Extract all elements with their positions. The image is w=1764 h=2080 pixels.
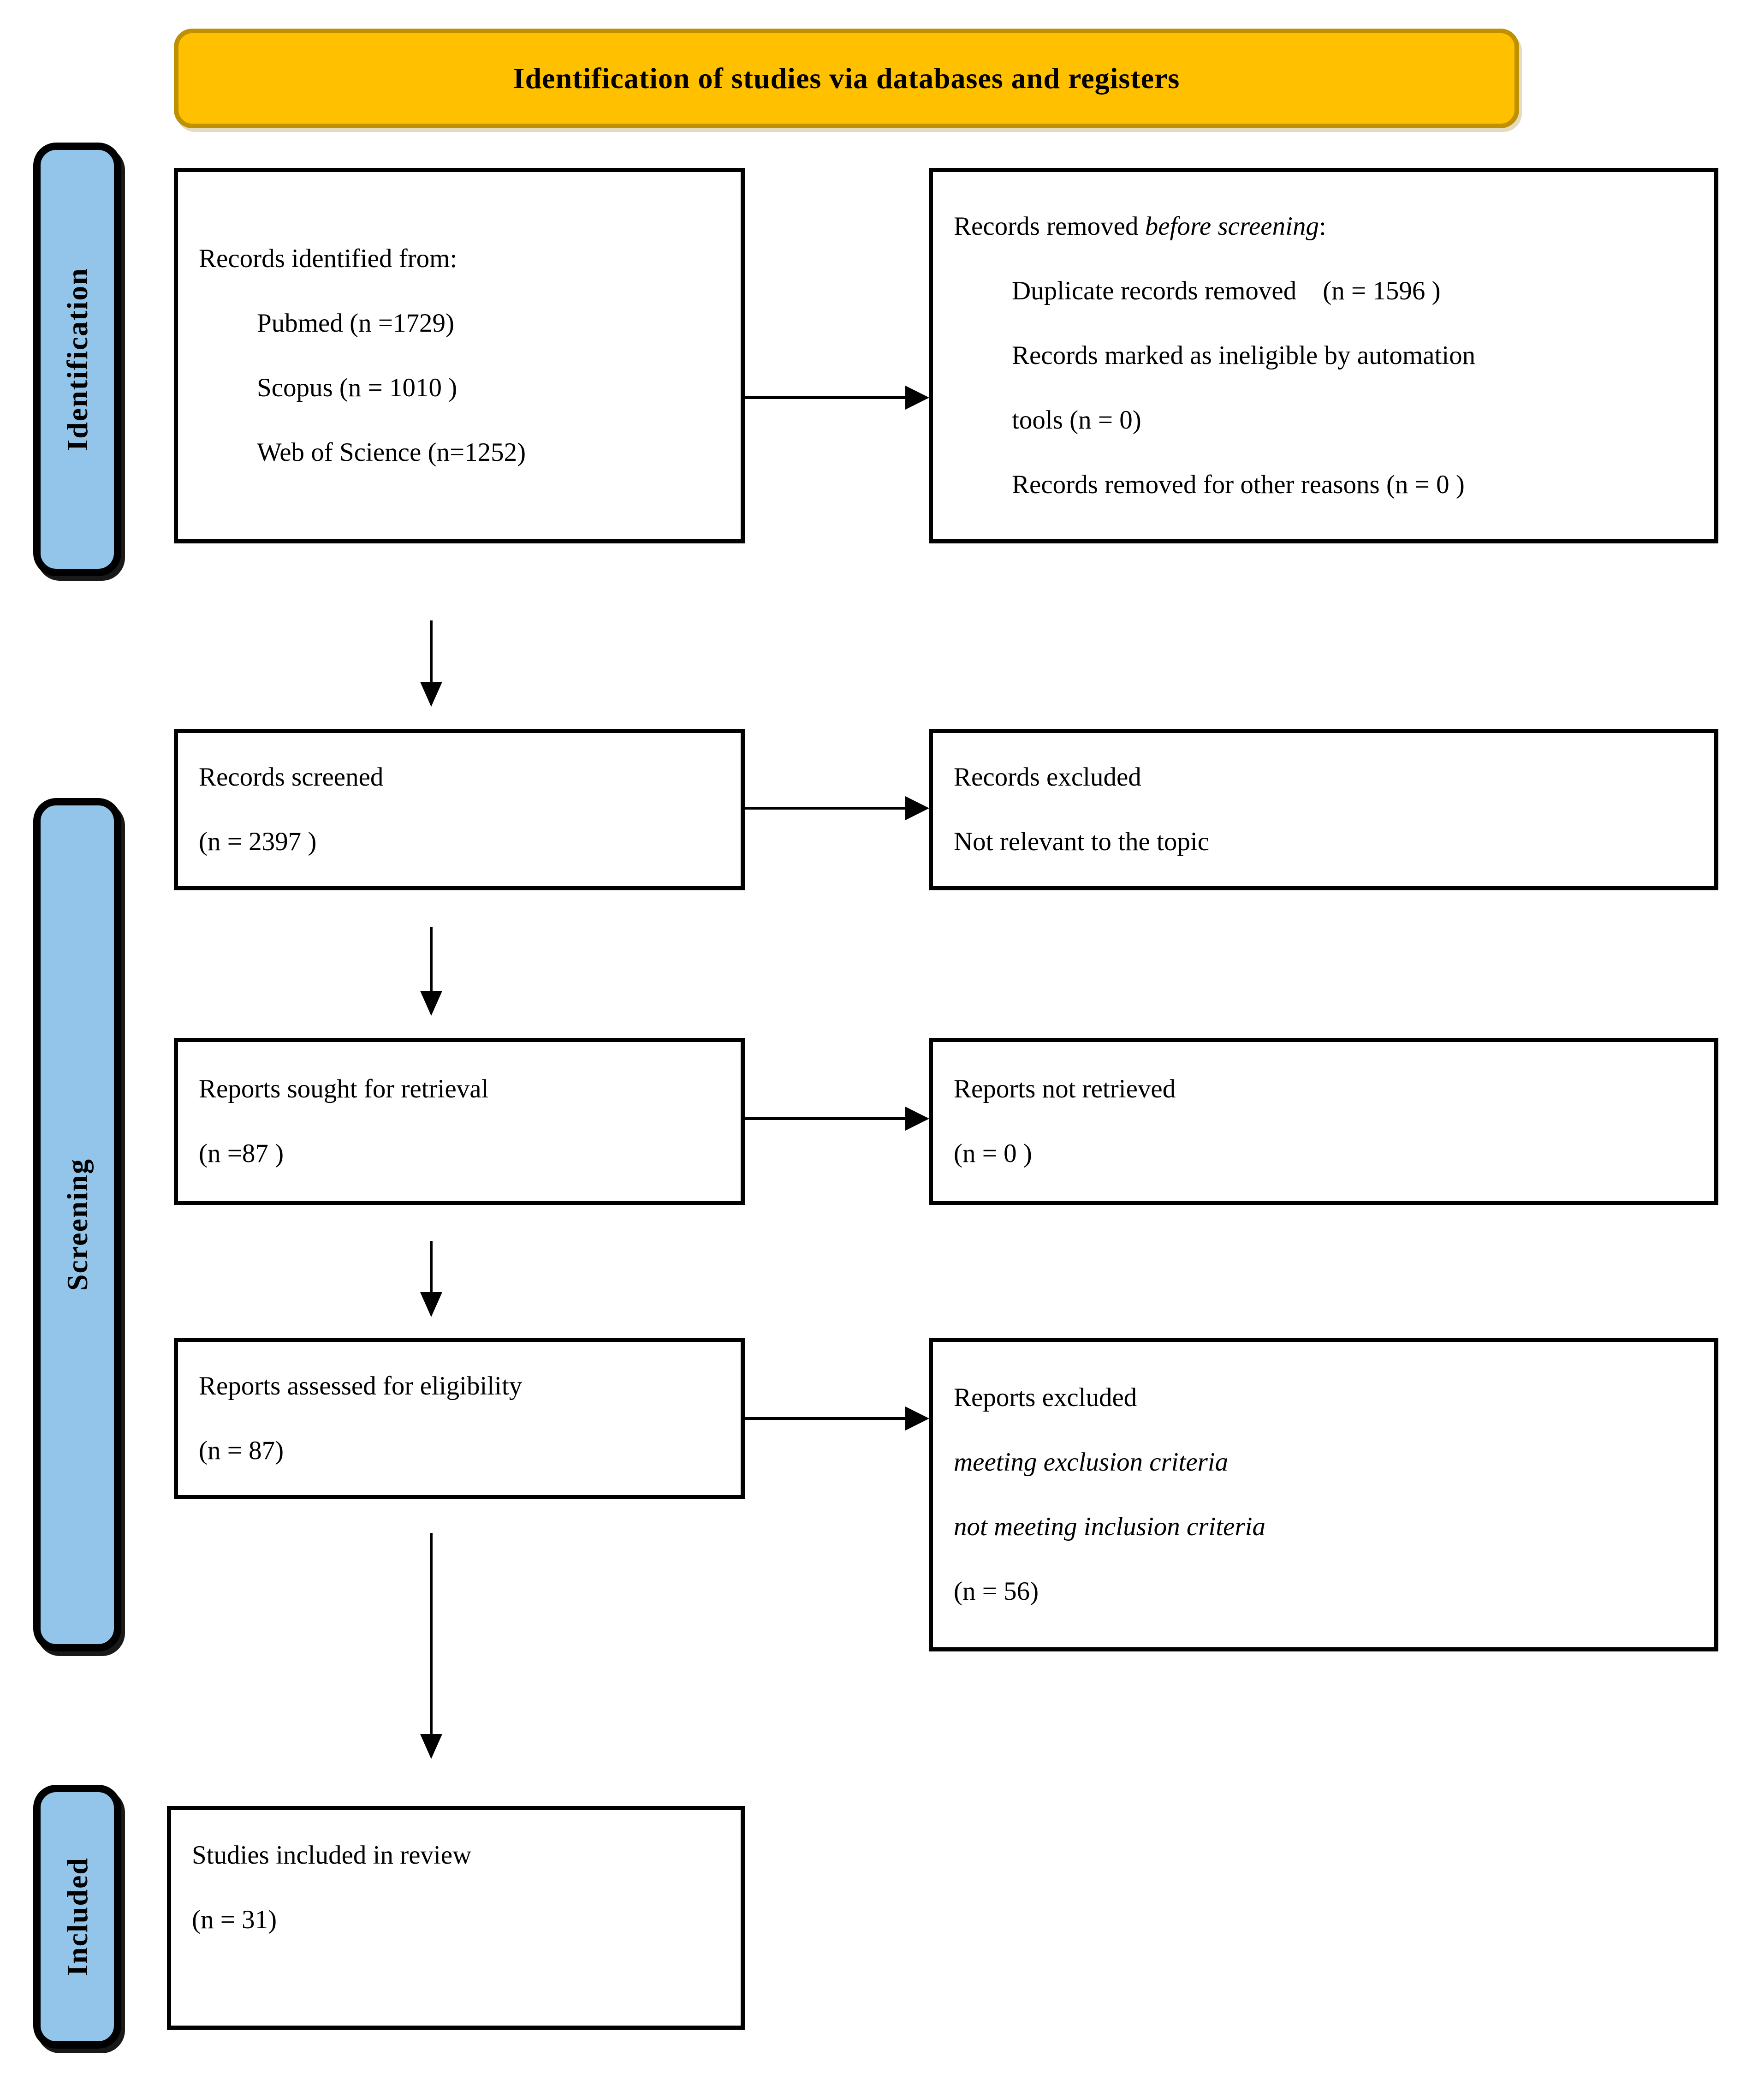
arrow-shaft [430, 1533, 433, 1734]
reports-sought-count: (n =87 ) [199, 1139, 284, 1168]
stage-tab-screening: Screening [33, 798, 121, 1651]
box-reports-sought: Reports sought for retrieval (n =87 ) [174, 1038, 745, 1205]
reports-excluded-criterion-2: not meeting inclusion criteria [954, 1512, 1265, 1541]
records-screened-title: Records screened [199, 763, 384, 792]
reports-assessed-count: (n = 87) [199, 1436, 284, 1465]
stage-tab-identification: Identification [33, 143, 121, 576]
box-reports-not-retrieved: Reports not retrieved (n = 0 ) [929, 1038, 1718, 1205]
reports-not-retrieved-title: Reports not retrieved [954, 1074, 1176, 1103]
arrow-right-icon [905, 386, 929, 410]
stage-tab-included-label: Included [60, 1857, 94, 1976]
arrow-right-icon [905, 796, 929, 820]
arrow-sought-to-assessed [420, 1241, 442, 1317]
arrow-screened-to-sought [420, 927, 442, 1016]
arrow-identified-to-removed [745, 386, 929, 410]
box-records-removed-before-screening: Records removed before screening: Duplic… [929, 168, 1718, 543]
arrow-down-icon [420, 1734, 442, 1759]
records-removed-title-suffix: : [1319, 212, 1326, 241]
records-identified-source-scopus: Scopus (n = 1010 ) [257, 373, 457, 402]
title-banner-label: Identification of studies via databases … [513, 62, 1180, 95]
records-removed-automation-cont: tools (n = 0) [1012, 405, 1141, 435]
box-records-screened: Records screened (n = 2397 ) [174, 729, 745, 890]
records-removed-title-prefix: Records removed [954, 212, 1145, 241]
arrow-assessed-to-reports-excluded [745, 1407, 929, 1430]
records-removed-title-italic: before screening [1145, 212, 1319, 241]
arrow-shaft [430, 927, 433, 991]
arrow-right-icon [905, 1107, 929, 1131]
records-removed-duplicates: Duplicate records removed (n = 1596 ) [1012, 276, 1441, 305]
box-studies-included: Studies included in review (n = 31) [167, 1806, 745, 2030]
arrow-shaft [745, 807, 906, 810]
arrow-shaft [430, 1241, 433, 1292]
records-removed-other-reasons: Records removed for other reasons (n = 0… [1012, 470, 1465, 499]
studies-included-count: (n = 31) [192, 1905, 277, 1934]
box-reports-assessed: Reports assessed for eligibility (n = 87… [174, 1338, 745, 1499]
records-removed-title: Records removed before screening: [954, 194, 1696, 259]
arrow-down-icon [420, 1292, 442, 1317]
arrow-assessed-to-included [420, 1533, 442, 1759]
arrow-down-icon [420, 682, 442, 707]
stage-tab-screening-label: Screening [60, 1158, 94, 1291]
reports-excluded-count: (n = 56) [954, 1577, 1039, 1606]
records-excluded-reason: Not relevant to the topic [954, 827, 1209, 856]
box-records-identified: Records identified from: Pubmed (n =1729… [174, 168, 745, 543]
title-banner: Identification of studies via databases … [174, 29, 1519, 128]
stage-tab-included: Included [33, 1785, 121, 2049]
reports-sought-title: Reports sought for retrieval [199, 1074, 489, 1103]
arrow-screened-to-excluded [745, 796, 929, 820]
arrow-identified-to-screened [420, 620, 442, 707]
reports-assessed-title: Reports assessed for eligibility [199, 1371, 523, 1401]
records-screened-count: (n = 2397 ) [199, 827, 317, 856]
reports-not-retrieved-count: (n = 0 ) [954, 1139, 1032, 1168]
records-excluded-title: Records excluded [954, 763, 1141, 792]
records-identified-source-wos: Web of Science (n=1252) [257, 438, 526, 467]
arrow-right-icon [905, 1407, 929, 1430]
arrow-shaft [745, 1417, 906, 1420]
records-identified-title: Records identified from: [199, 244, 457, 273]
arrow-shaft [745, 1117, 906, 1120]
arrow-shaft [430, 620, 433, 682]
stage-tab-identification-label: Identification [60, 268, 94, 451]
reports-excluded-criterion-1: meeting exclusion criteria [954, 1448, 1229, 1477]
arrow-down-icon [420, 991, 442, 1016]
arrow-shaft [745, 396, 906, 399]
studies-included-title: Studies included in review [192, 1841, 472, 1870]
records-identified-source-pubmed: Pubmed (n =1729) [257, 309, 454, 338]
arrow-sought-to-not-retrieved [745, 1107, 929, 1131]
records-removed-automation: Records marked as ineligible by automati… [1012, 341, 1476, 370]
box-records-excluded: Records excluded Not relevant to the top… [929, 729, 1718, 890]
box-reports-excluded: Reports excluded meeting exclusion crite… [929, 1338, 1718, 1651]
reports-excluded-title: Reports excluded [954, 1383, 1137, 1412]
